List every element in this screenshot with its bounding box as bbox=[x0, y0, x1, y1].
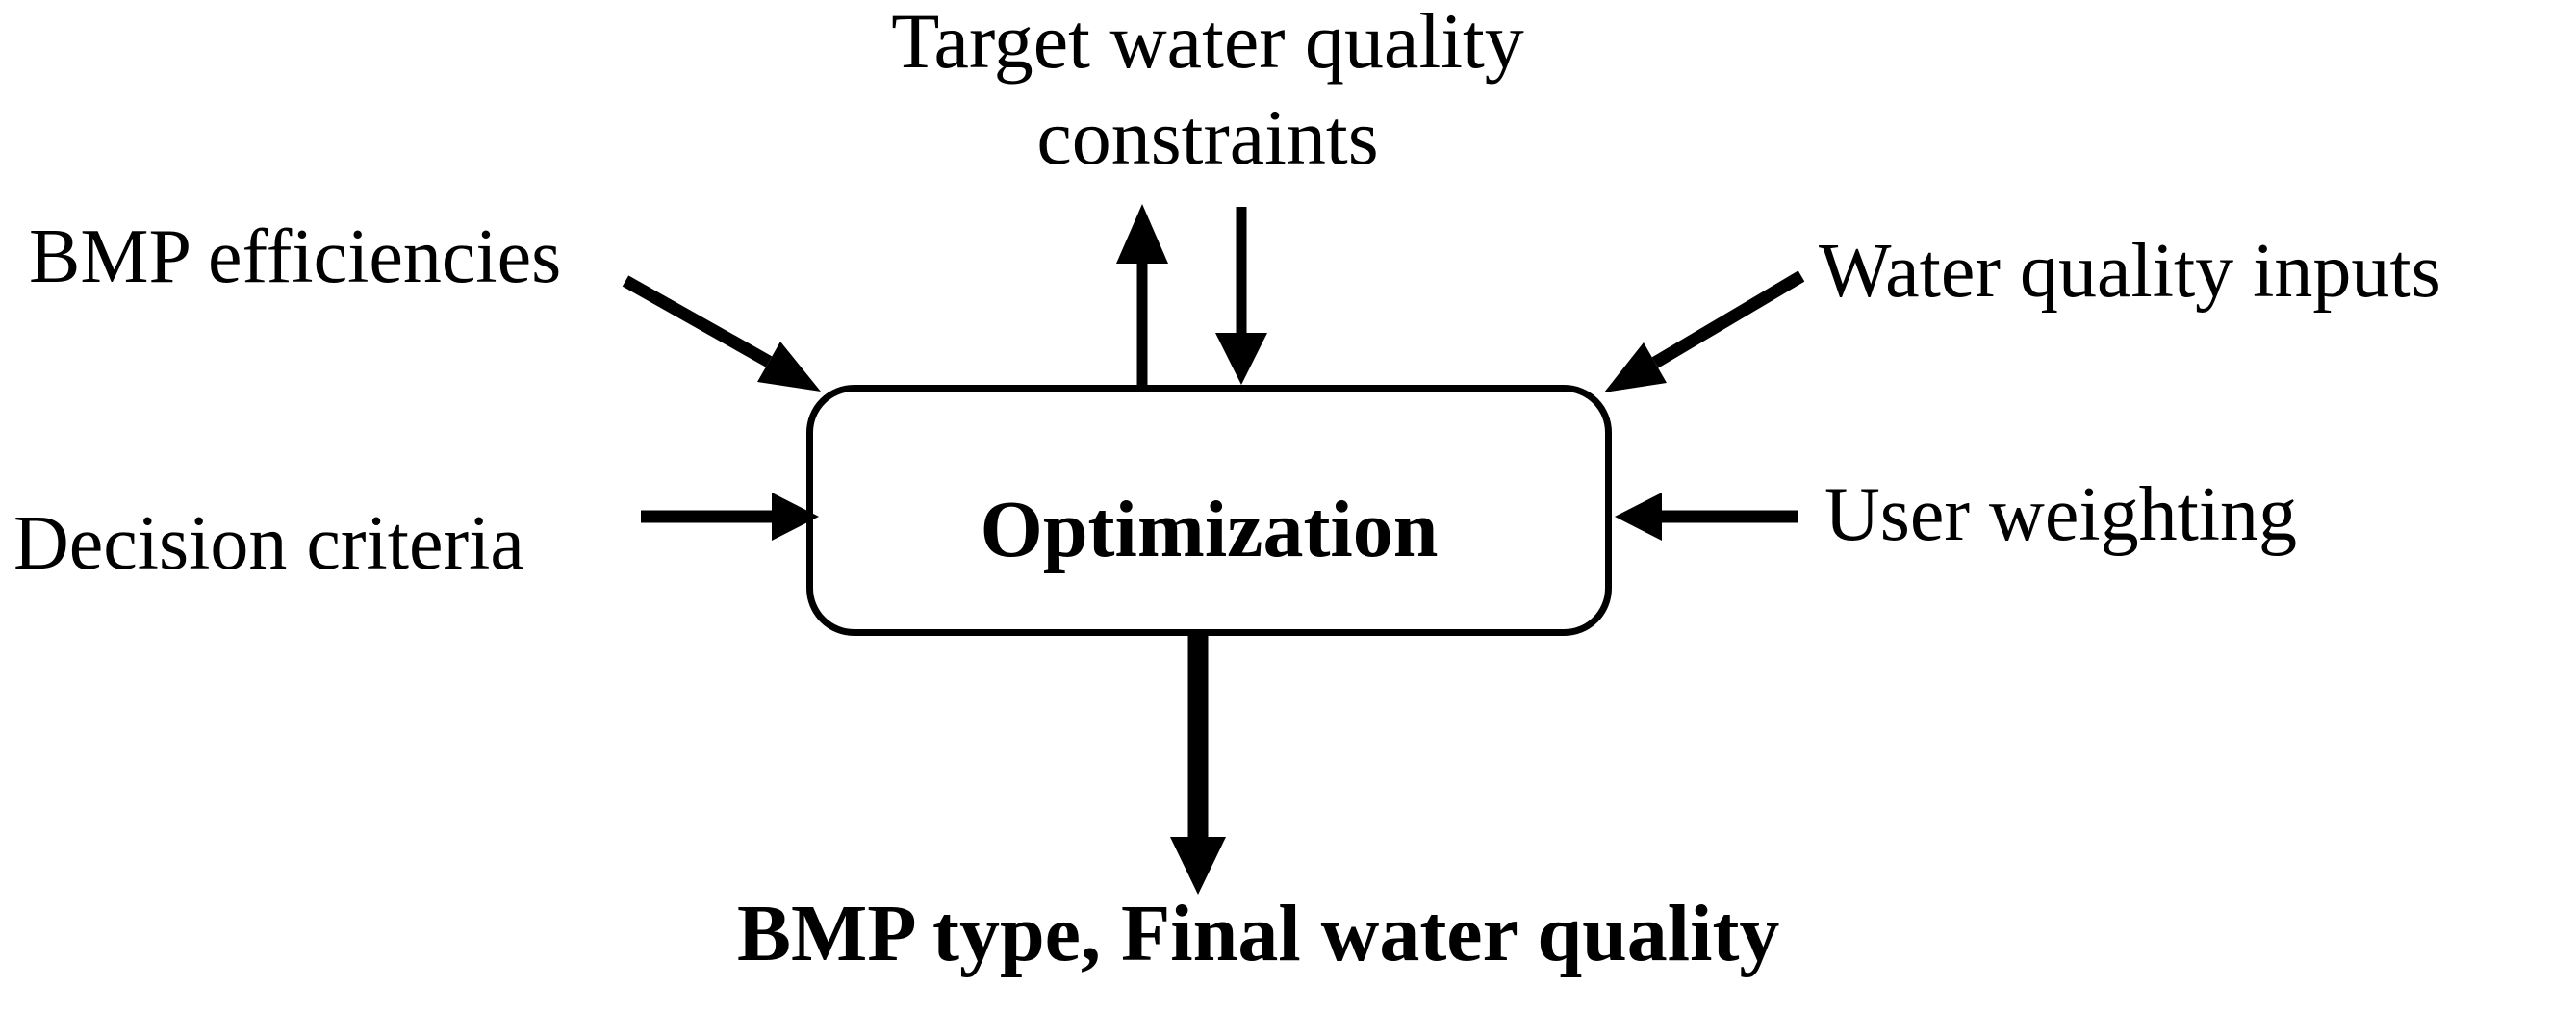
optimization-box-label: Optimization bbox=[980, 484, 1439, 574]
arrow-down-from-constraints bbox=[1215, 207, 1267, 385]
target-constraints-line2: constraints bbox=[1036, 93, 1379, 181]
label-bmp-type-final-water-quality: BMP type, Final water quality bbox=[737, 889, 1780, 978]
arrow-water-quality-inputs bbox=[1604, 270, 1805, 392]
label-target-water-quality-constraints: Target water quality constraints bbox=[722, 0, 1694, 186]
target-constraints-line1: Target water quality bbox=[891, 0, 1524, 85]
arrow-user-weighting bbox=[1615, 493, 1798, 541]
label-decision-criteria: Decision criteria bbox=[13, 501, 524, 586]
label-bmp-efficiencies: BMP efficiencies bbox=[29, 215, 562, 299]
optimization-box-label-wrap: Optimization bbox=[806, 385, 1612, 636]
label-user-weighting: User weighting bbox=[1824, 472, 2298, 557]
arrow-bmp-efficiencies bbox=[622, 275, 821, 392]
label-water-quality-inputs: Water quality inputs bbox=[1819, 229, 2441, 314]
optimization-box bbox=[806, 385, 1612, 636]
arrow-output-thick bbox=[1170, 633, 1226, 895]
arrow-decision-criteria bbox=[641, 493, 819, 541]
arrow-up-to-constraints bbox=[1116, 204, 1168, 385]
